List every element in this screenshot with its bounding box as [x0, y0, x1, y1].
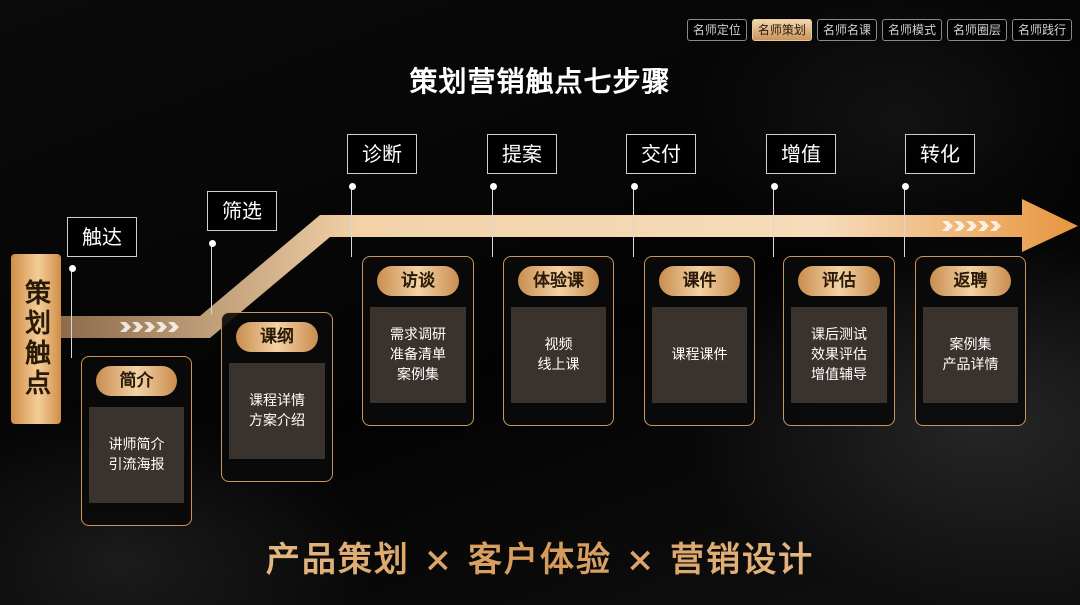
stage-text: 课程详情 方案介绍	[249, 393, 305, 429]
step-label-value-add: 增值	[766, 134, 836, 174]
stage-badge: 简介	[96, 366, 177, 396]
step-dot	[490, 183, 497, 190]
nav-tab-model[interactable]: 名师模式	[881, 19, 942, 41]
step-label-proposal: 提案	[487, 134, 557, 174]
step-label-delivery: 交付	[626, 134, 696, 174]
step-line	[71, 268, 72, 358]
stage-card-value-add: 评估 课后测试 效果评估 增值辅导	[783, 256, 895, 426]
stage-body: 需求调研 准备清单 案例集	[370, 307, 466, 403]
nav-tab-courses[interactable]: 名师名课	[816, 19, 877, 41]
step-label-convert: 转化	[905, 134, 975, 174]
step-dot	[771, 183, 778, 190]
stage-badge: 课纲	[236, 322, 318, 352]
path-band	[56, 199, 1078, 338]
stage-badge: 课件	[659, 266, 740, 296]
step-dot	[209, 240, 216, 247]
step-label-diagnose: 诊断	[347, 134, 417, 174]
nav-tab-circle[interactable]: 名师圈层	[946, 19, 1007, 41]
step-line	[904, 187, 905, 257]
step-line	[633, 187, 634, 257]
stage-text: 需求调研 准备清单 案例集	[390, 327, 446, 383]
step-dot	[902, 183, 909, 190]
step-line	[211, 244, 212, 314]
page-title: 策划营销触点七步骤	[409, 65, 671, 98]
stage-badge: 评估	[798, 266, 880, 296]
stage-card-screen: 课纲 课程详情 方案介绍	[221, 312, 333, 482]
stage-card-diagnose: 访谈 需求调研 准备清单 案例集	[362, 256, 474, 426]
nav-tab-positioning[interactable]: 名师定位	[686, 19, 747, 41]
stage-badge: 访谈	[377, 266, 459, 296]
step-label-screen: 筛选	[207, 191, 277, 231]
stage-text: 视频 线上课	[537, 337, 580, 373]
stage-body: 课程详情 方案介绍	[229, 363, 325, 459]
nav-tab-practice[interactable]: 名师践行	[1011, 19, 1072, 41]
stage-card-proposal: 体验课 视频 线上课	[503, 256, 614, 426]
stage-badge: 体验课	[518, 266, 599, 296]
stage-text: 讲师简介 引流海报	[108, 437, 165, 473]
vertical-label: 策划触点	[11, 254, 61, 424]
chevron-marks-right	[942, 221, 1001, 231]
step-line	[492, 187, 493, 257]
nav-tab-planning[interactable]: 名师策划	[751, 19, 812, 41]
stage-body: 案例集 产品详情	[923, 307, 1018, 403]
stage-badge: 返聘	[930, 266, 1011, 296]
chevron-marks-left	[120, 322, 179, 332]
stage-text: 课后测试 效果评估 增值辅导	[811, 327, 867, 383]
stage-card-delivery: 课件 课程课件	[644, 256, 755, 426]
stage-body: 视频 线上课	[511, 307, 606, 403]
stage-body: 讲师简介 引流海报	[89, 407, 184, 503]
slogan: 产品策划 × 客户体验 × 营销设计	[0, 532, 1080, 581]
stage-text: 案例集 产品详情	[942, 337, 999, 373]
stage-text: 课程课件	[671, 347, 728, 363]
section-nav: 名师定位 名师策划 名师名课 名师模式 名师圈层 名师践行	[686, 19, 1072, 41]
stage-body: 课后测试 效果评估 增值辅导	[791, 307, 887, 403]
step-label-reach: 触达	[67, 217, 137, 257]
step-dot	[69, 265, 76, 272]
step-dot	[349, 183, 356, 190]
stage-body: 课程课件	[652, 307, 747, 403]
step-dot	[631, 183, 638, 190]
step-line	[351, 187, 352, 257]
stage-card-convert: 返聘 案例集 产品详情	[915, 256, 1026, 426]
stage-card-reach: 简介 讲师简介 引流海报	[81, 356, 192, 526]
step-line	[773, 187, 774, 257]
